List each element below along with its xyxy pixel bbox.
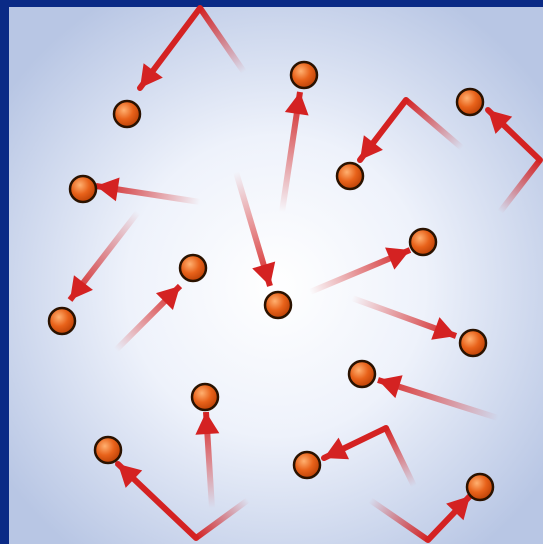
particle-path-tail: [383, 426, 417, 488]
gas-particle: [289, 60, 319, 90]
gas-particle: [190, 382, 220, 412]
arrowhead: [140, 63, 163, 88]
gas-particle: [93, 435, 123, 465]
arrowhead: [284, 92, 309, 116]
arrowhead: [488, 110, 513, 134]
arrowhead: [118, 464, 143, 488]
arrowhead: [252, 261, 276, 286]
particle-path-tail: [368, 497, 430, 543]
gas-particle: [263, 290, 293, 320]
arrowhead: [96, 177, 120, 202]
gas-particle: [112, 99, 142, 129]
gas-particle: [47, 306, 77, 336]
particle-path-tail: [197, 6, 247, 74]
particle-path-tail: [497, 158, 543, 214]
gas-particle: [347, 359, 377, 389]
particle-paths: [67, 5, 543, 543]
arrowhead: [385, 247, 410, 270]
arrowhead: [446, 496, 470, 521]
gas-particle: [335, 161, 365, 191]
arrowhead: [70, 275, 93, 300]
arrowhead: [360, 135, 383, 160]
arrowhead: [155, 286, 180, 311]
gas-particle: [458, 328, 488, 358]
arrowhead: [195, 412, 220, 435]
gas-particle: [465, 472, 495, 502]
arrowhead: [324, 437, 350, 460]
arrowhead: [431, 317, 456, 340]
gas-particle: [408, 227, 438, 257]
particle-path-tail: [194, 497, 250, 541]
gas-particle: [292, 450, 322, 480]
particle-path-tail: [404, 97, 464, 151]
particles: [47, 60, 495, 502]
gas-particle: [178, 253, 208, 283]
arrowhead: [378, 375, 403, 399]
gas-particle: [68, 174, 98, 204]
gas-particle: [455, 87, 485, 117]
